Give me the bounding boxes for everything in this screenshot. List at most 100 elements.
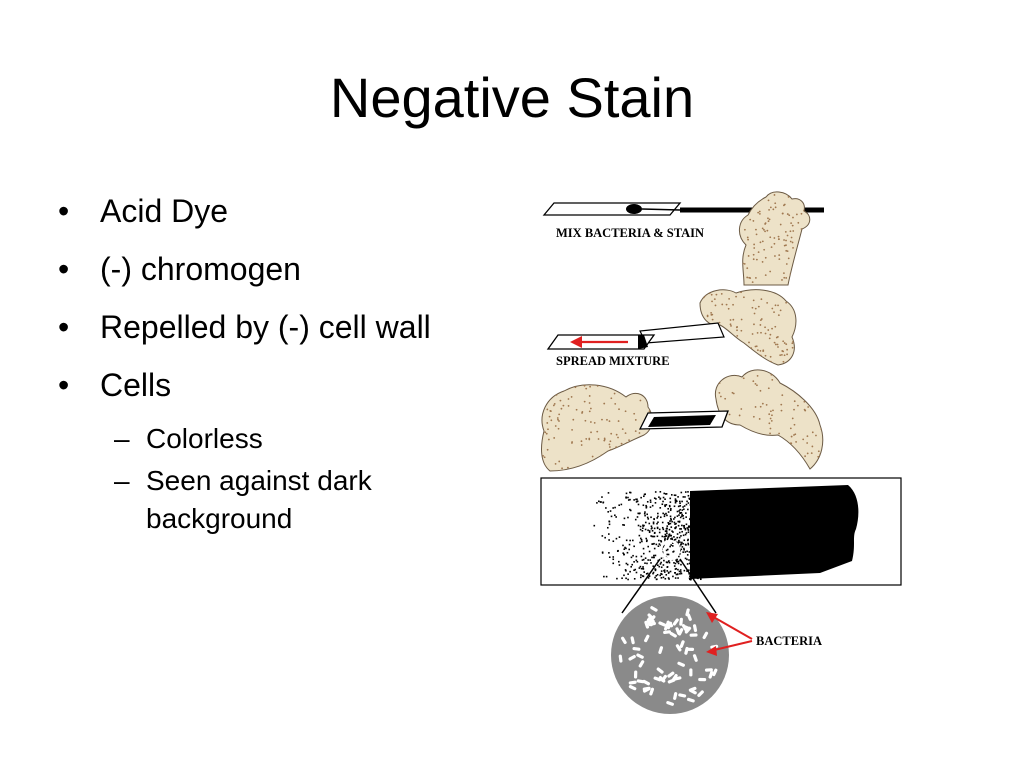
slide-title: Negative Stain — [329, 66, 695, 129]
bacterium — [692, 654, 698, 662]
bacterium — [618, 654, 623, 663]
bullet-marker: • — [58, 367, 70, 403]
bacterium — [686, 647, 695, 651]
bacterium — [658, 621, 666, 627]
zoom-line-left — [621, 558, 661, 614]
step1-label: MIX BACTERIA & STAIN — [556, 226, 704, 240]
step-smear — [541, 369, 824, 472]
bullet-text: Acid Dye — [100, 193, 229, 229]
bacterium — [692, 624, 698, 633]
bullet-marker: • — [58, 309, 70, 345]
bacterium — [684, 626, 692, 634]
bullet-marker: • — [58, 251, 70, 287]
bacterium — [698, 677, 707, 682]
bacterium — [697, 690, 704, 697]
spread-arrowhead — [570, 336, 582, 348]
bacterium — [672, 618, 679, 626]
callout-arrowhead — [706, 646, 717, 656]
spreader-slide — [639, 322, 725, 344]
bacterium — [642, 687, 651, 693]
bacterium — [679, 640, 685, 648]
bacterium — [704, 668, 713, 672]
bacterium — [678, 693, 687, 698]
bacterium — [689, 668, 693, 677]
bacterium — [650, 606, 658, 612]
bacterium — [658, 646, 664, 654]
bacterium — [648, 621, 656, 626]
bullet-text: Cells — [100, 367, 172, 403]
bacterium — [666, 621, 673, 630]
bacterium — [628, 654, 636, 661]
bullet-marker: • — [58, 193, 70, 229]
bacterium — [677, 661, 685, 667]
sub-bullet-marker: – — [114, 423, 130, 454]
bacterium — [653, 676, 662, 682]
bullet-text: (-) chromogen — [100, 251, 301, 287]
bacterium — [636, 679, 645, 684]
bacterium — [689, 688, 697, 695]
bacterium — [673, 692, 678, 700]
bacterium — [621, 636, 627, 645]
bacterium — [633, 670, 638, 679]
bacterium — [658, 676, 666, 683]
callout-arrow — [709, 614, 753, 640]
dark-background-smear — [690, 485, 859, 579]
bacterium — [644, 634, 650, 643]
sub-bullet-item: – Colorless — [58, 420, 478, 458]
step2-label: SPREAD MIXTURE — [556, 354, 670, 368]
bacterium — [669, 631, 677, 638]
bacterium — [642, 679, 650, 686]
bullet-text: Repelled by (-) cell wall — [100, 309, 431, 345]
sub-bullet-text: Seen against dark background — [146, 465, 372, 534]
bacterium — [632, 646, 641, 651]
bacterium — [656, 667, 664, 674]
step-mix: MIX BACTERIA & STAIN — [542, 191, 824, 286]
bacterium — [671, 674, 678, 682]
smear-stain — [648, 415, 716, 427]
stain-streak — [638, 335, 648, 349]
bacteria-callout: BACTERIA — [706, 612, 822, 656]
bacterium — [666, 701, 674, 706]
bacterium — [686, 697, 695, 703]
step-spread: SPREAD MIXTURE — [546, 289, 797, 368]
bacterium — [681, 624, 688, 632]
bacterium — [664, 622, 669, 631]
glass-slide — [542, 202, 682, 216]
bacterium — [686, 613, 692, 621]
bacterium — [667, 671, 675, 678]
bacterium — [647, 617, 655, 623]
bacterium — [677, 628, 684, 636]
bacterium — [702, 631, 709, 640]
stained-slide-view — [540, 477, 902, 586]
stain-drop — [626, 204, 642, 214]
bullet-item: • Cells — [58, 362, 478, 408]
microscope-field — [611, 596, 729, 714]
bacterium — [679, 617, 683, 626]
bacterium — [689, 633, 698, 637]
bacterium — [647, 613, 655, 620]
bacteria-label: BACTERIA — [756, 634, 822, 648]
bacterium — [712, 668, 718, 677]
sub-bullet-item: – Seen against dark background — [58, 462, 478, 538]
bacterium — [636, 653, 644, 659]
magnified-field — [611, 596, 729, 714]
bacterium — [708, 670, 714, 679]
bullet-item: • Acid Dye — [58, 188, 478, 234]
bacterium — [630, 636, 635, 645]
bullet-list: • Acid Dye • (-) chromogen • Repelled by… — [58, 188, 478, 542]
bacterium — [710, 644, 719, 649]
right-hand — [714, 369, 824, 470]
zoom-line-right — [679, 558, 717, 614]
bacterium — [638, 660, 645, 668]
bacterium — [628, 685, 637, 691]
magnified-area-circle — [659, 539, 681, 561]
bacterium — [628, 680, 637, 685]
bullet-item: • (-) chromogen — [58, 246, 478, 292]
loop-tip — [641, 208, 681, 211]
sub-bullet-text: Colorless — [146, 423, 263, 454]
bacteria-cells — [618, 606, 719, 706]
bacterium — [644, 620, 650, 629]
left-hand — [541, 384, 653, 472]
callout-arrowhead — [706, 612, 718, 623]
negative-stain-procedure-diagram: MIX BACTERIA & STAIN SPREAD MIXTURE — [540, 191, 902, 714]
